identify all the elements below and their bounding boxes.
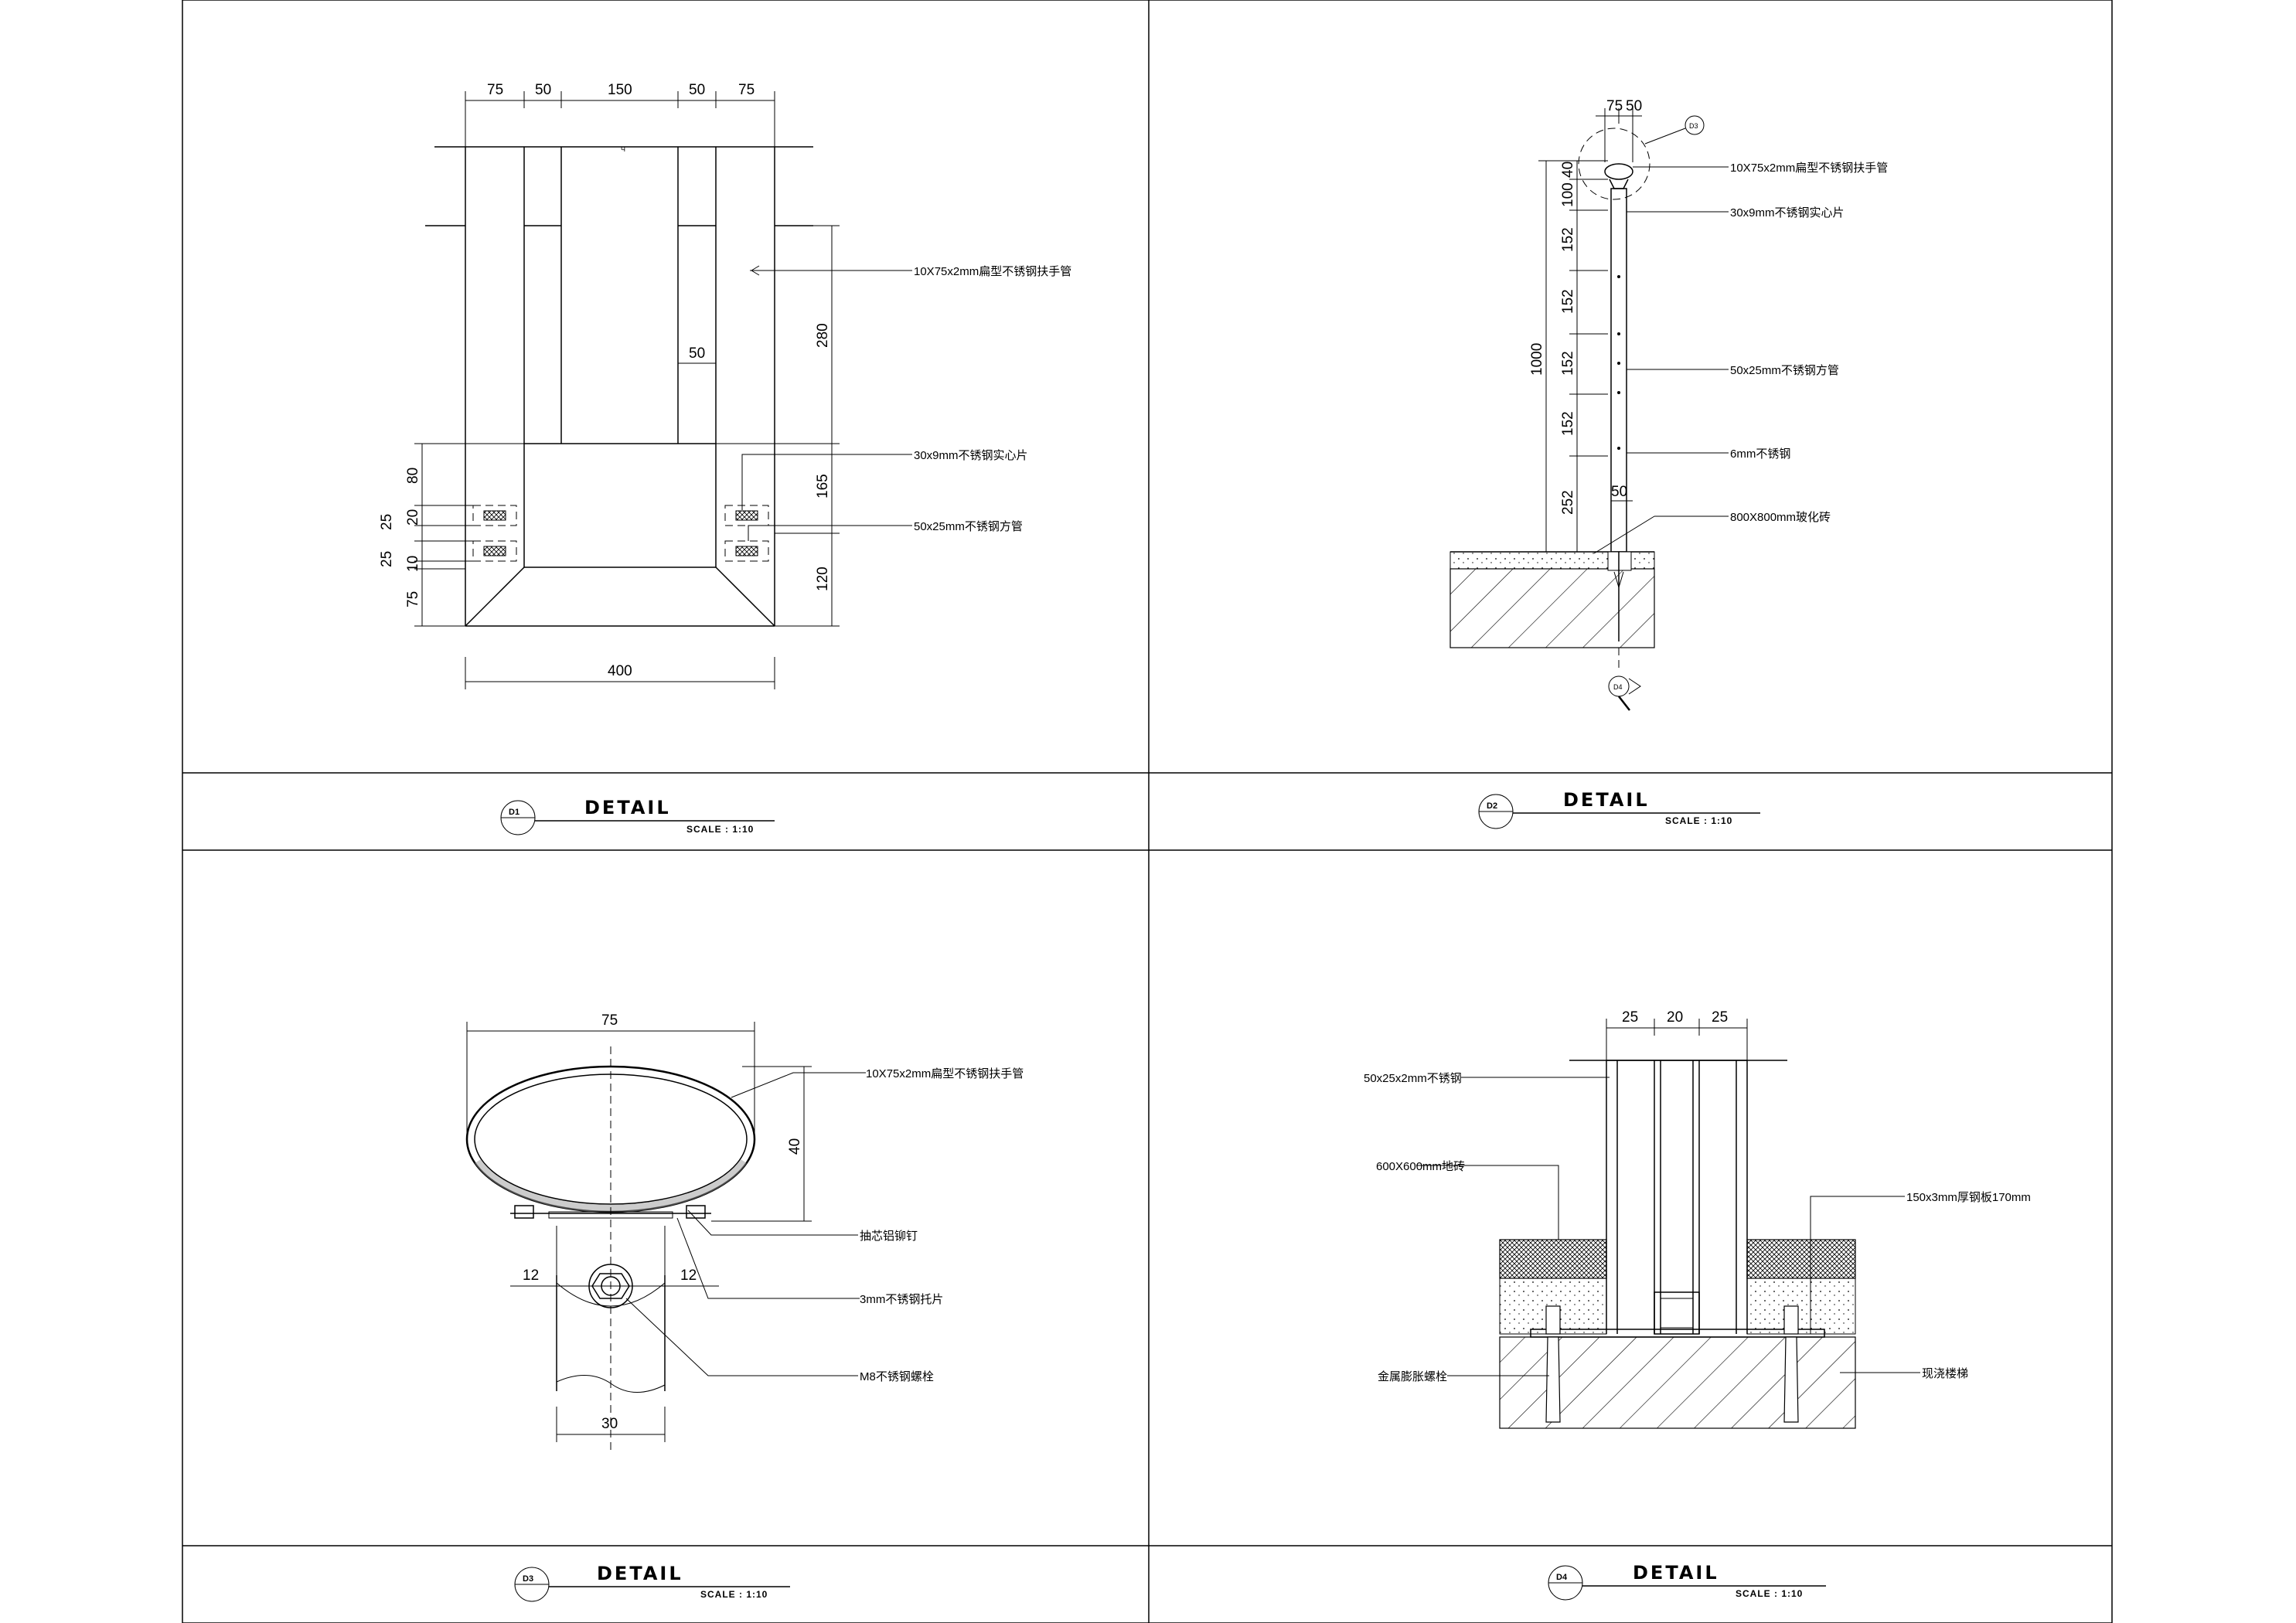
note-label: M8不锈钢螺栓 <box>860 1370 934 1383</box>
note-label: 800X800mm玻化砖 <box>1730 511 1831 524</box>
title-block-d3: D3 DETAIL SCALE : 1:10 <box>514 1563 790 1602</box>
dim-label: 152 <box>1560 351 1576 376</box>
dim-label: 25 <box>1712 1009 1728 1026</box>
note-label: 10X75x2mm扁型不锈钢扶手管 <box>1730 162 1888 175</box>
dim-label: 30 <box>601 1416 618 1432</box>
note-label: 6mm不锈钢 <box>1730 447 1790 461</box>
title-block-d1: D1 DETAIL SCALE : 1:10 <box>500 797 775 835</box>
dim-label: 1000 <box>1529 343 1545 376</box>
dim-label: 12 <box>523 1267 539 1284</box>
dim-label: 20 <box>1667 1009 1683 1026</box>
dim-label: 50 <box>1626 98 1642 114</box>
dim-label: 152 <box>1560 411 1576 436</box>
note-label: 30x9mm不锈钢实心片 <box>914 449 1028 462</box>
detail-d2: D3 D4 75 50 <box>1449 98 1888 711</box>
note-label: 600X600mm地砖 <box>1376 1160 1465 1173</box>
title-tag: D3 <box>523 1574 533 1584</box>
scale-label: SCALE : 1:10 <box>686 824 754 835</box>
note-label: 10X75x2mm扁型不锈钢扶手管 <box>914 265 1071 278</box>
dim-label: 50 <box>1611 484 1627 500</box>
dim-label: 25 <box>1622 1009 1638 1026</box>
title-block-d4: D4 DETAIL SCALE : 1:10 <box>1548 1562 1826 1601</box>
callout-label: D3 <box>1689 122 1698 130</box>
dim-label: 280 <box>815 323 831 348</box>
detail-d3: 75 40 12 12 30 10X75x2mm扁型不锈钢扶手管 抽芯铝铆钉 3… <box>465 1012 1024 1453</box>
detail-title: DETAIL <box>597 1563 683 1584</box>
note-label: 50x25mm不锈钢方管 <box>1730 364 1839 377</box>
note-label: 50x25mm不锈钢方管 <box>914 520 1023 533</box>
note-label: 3mm不锈钢托片 <box>860 1293 943 1306</box>
dim-label: 50 <box>689 82 705 98</box>
dim-label: 25 <box>379 551 395 567</box>
note-label: 现浇楼梯 <box>1922 1367 1968 1380</box>
callout-label: D4 <box>1613 683 1623 691</box>
dim-label: 50 <box>689 345 705 362</box>
dim-label: 50 <box>535 82 551 98</box>
dim-label: 12 <box>680 1267 697 1284</box>
svg-text:Ч: Ч <box>621 145 625 153</box>
note-label: 抽芯铝铆钉 <box>860 1230 918 1243</box>
sheet-frame <box>182 0 2113 1623</box>
dim-label: 120 <box>815 567 831 591</box>
scale-label: SCALE : 1:10 <box>1665 815 1732 826</box>
title-tag: D4 <box>1556 1573 1568 1582</box>
dim-label: 152 <box>1560 289 1576 314</box>
note-label: 30x9mm不锈钢实心片 <box>1730 206 1845 219</box>
title-tag: D2 <box>1487 801 1497 811</box>
dim-label: 75 <box>738 82 755 98</box>
dim-label: 400 <box>608 663 632 679</box>
detail-title: DETAIL <box>584 797 671 818</box>
note-label: 150x3mm厚钢板170mm <box>1906 1190 2031 1204</box>
scale-label: SCALE : 1:10 <box>700 1589 768 1600</box>
dim-label: 75 <box>405 591 421 607</box>
dim-label: 165 <box>815 474 831 498</box>
dim-label: 252 <box>1560 490 1576 515</box>
dim-label: 150 <box>608 82 632 98</box>
dim-label: 75 <box>601 1012 618 1029</box>
detail-d4: 25 20 25 50x25x2mm不锈钢 600X600mm地砖 金属膨胀螺栓… <box>1364 1009 2031 1429</box>
dim-label: 75 <box>1606 98 1623 114</box>
scale-label: SCALE : 1:10 <box>1736 1588 1803 1599</box>
dim-label: 25 <box>379 514 395 530</box>
detail-title: DETAIL <box>1563 789 1650 811</box>
dim-label: 10 <box>405 556 421 572</box>
note-label: 50x25x2mm不锈钢 <box>1364 1072 1462 1085</box>
dim-label: 40 <box>1560 162 1576 178</box>
title-block-d2: D2 DETAIL SCALE : 1:10 <box>1478 789 1760 829</box>
dim-label: 40 <box>787 1138 803 1155</box>
detail-title: DETAIL <box>1633 1562 1719 1584</box>
title-tag: D1 <box>509 808 519 817</box>
dim-label: 75 <box>487 82 503 98</box>
note-label: 10X75x2mm扁型不锈钢扶手管 <box>866 1067 1024 1080</box>
dim-label: 20 <box>405 509 421 526</box>
dim-label: 80 <box>405 468 421 484</box>
detail-d1: Ч 75 50 150 <box>379 82 1071 689</box>
note-label: 金属膨胀螺栓 <box>1378 1370 1447 1383</box>
dim-label: 152 <box>1560 227 1576 252</box>
dim-label: 100 <box>1560 182 1576 207</box>
